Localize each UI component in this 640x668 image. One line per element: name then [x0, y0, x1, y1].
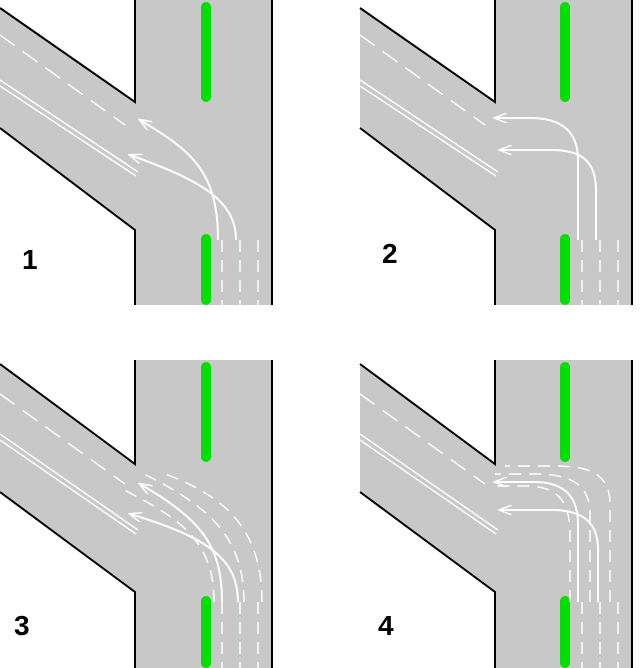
lane-markings	[359, 393, 619, 668]
road-surface	[359, 0, 633, 305]
junction-figure-2	[359, 0, 633, 305]
lane-markings	[359, 34, 619, 305]
junction-figure-1	[0, 0, 273, 305]
median-bottom	[560, 596, 570, 668]
median-bottom	[201, 596, 211, 668]
road-surface	[359, 360, 633, 668]
median-bottom	[201, 234, 211, 305]
turn-arrows	[130, 120, 237, 241]
panel-number: 3	[14, 610, 30, 641]
median-bottom	[560, 234, 570, 305]
panel-1: 1	[0, 0, 320, 334]
panel-number: 2	[382, 238, 398, 269]
panel-number: 1	[22, 244, 38, 275]
median-top	[560, 362, 570, 462]
median-top	[201, 362, 211, 462]
turn-arrows	[495, 118, 597, 240]
turn-arrows	[495, 482, 599, 602]
panel-4: 4	[320, 334, 640, 668]
panel-3: 3	[0, 334, 320, 668]
guide-lanes	[490, 465, 611, 602]
road-surface	[0, 360, 273, 668]
turn-arrows	[130, 484, 239, 603]
panel-number: 4	[378, 610, 394, 641]
panel-2: 2	[320, 0, 640, 334]
lane-markings	[0, 393, 259, 668]
junction-figure-3	[0, 360, 273, 668]
median-top	[201, 2, 211, 102]
road-surface	[0, 0, 273, 305]
median-top	[560, 2, 570, 102]
lane-markings	[0, 34, 259, 305]
junction-figure-4	[359, 360, 633, 668]
guide-lanes	[119, 471, 263, 603]
